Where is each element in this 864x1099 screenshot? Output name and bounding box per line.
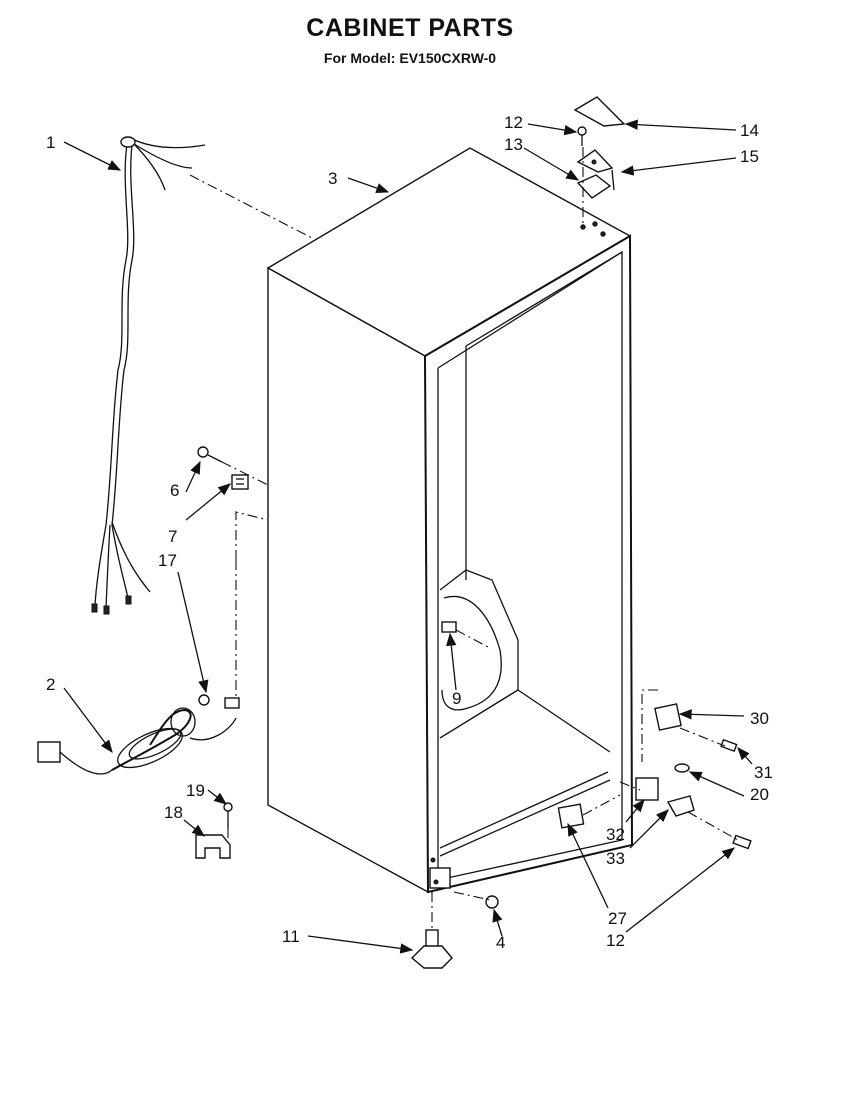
clip-17 bbox=[198, 694, 240, 709]
callout-13: 13 bbox=[504, 135, 523, 154]
washer-20 bbox=[674, 763, 690, 773]
cabinet-front-frame bbox=[423, 234, 634, 894]
callout-1: 1 bbox=[46, 133, 55, 152]
cabinet-side-face bbox=[267, 266, 429, 894]
leader-arrows bbox=[63, 119, 753, 954]
callout-18: 18 bbox=[164, 803, 183, 822]
callout-4: 4 bbox=[496, 933, 505, 952]
clamp-18 bbox=[195, 834, 231, 859]
screw-19 bbox=[223, 802, 233, 828]
callout-27: 27 bbox=[608, 909, 627, 928]
plug bbox=[37, 741, 61, 763]
shim-27 bbox=[557, 803, 585, 829]
bottom-bracket bbox=[429, 867, 451, 889]
hinge-shim-13 bbox=[576, 174, 612, 199]
hinge-pin-33 bbox=[666, 795, 695, 817]
leveling-leg-11 bbox=[410, 929, 453, 969]
callout-31: 31 bbox=[754, 763, 773, 782]
callout-12-top: 12 bbox=[504, 113, 523, 132]
callout-7: 7 bbox=[168, 527, 177, 546]
connector-7 bbox=[231, 474, 249, 490]
diagram-title: CABINET PARTS bbox=[306, 14, 514, 42]
callout-19: 19 bbox=[186, 781, 205, 800]
callout-3: 3 bbox=[328, 169, 337, 188]
power-cord bbox=[37, 707, 237, 775]
callout-11: 11 bbox=[282, 927, 300, 946]
callout-32: 32 bbox=[606, 825, 625, 844]
cabinet-floor-front bbox=[439, 771, 609, 849]
compartment-cover bbox=[441, 595, 502, 711]
callout-14: 14 bbox=[740, 121, 759, 140]
screw-12-top bbox=[577, 126, 587, 146]
screw-6 bbox=[197, 446, 223, 463]
callout-6: 6 bbox=[170, 481, 179, 500]
grille-screw-9 bbox=[441, 621, 457, 633]
assembly-lines bbox=[189, 147, 739, 930]
cabinet-drawing bbox=[266, 147, 634, 894]
callout-12-bottom: 12 bbox=[606, 931, 625, 950]
cabinet-inner-frame bbox=[437, 250, 623, 881]
hinge-cover-14 bbox=[573, 96, 626, 127]
screw-31 bbox=[720, 738, 738, 753]
top-hinge-15 bbox=[576, 149, 615, 191]
callout-30: 30 bbox=[750, 709, 769, 728]
screw-12-bottom bbox=[732, 834, 752, 850]
screw-4 bbox=[485, 895, 499, 909]
cabinet-floor bbox=[439, 689, 611, 753]
callout-33: 33 bbox=[606, 849, 625, 868]
callout-15: 15 bbox=[740, 147, 759, 166]
hinge-cover-30 bbox=[654, 703, 682, 731]
bottom-hinge-32 bbox=[635, 777, 659, 801]
callout-20: 20 bbox=[750, 785, 769, 804]
callout-9: 9 bbox=[452, 689, 461, 708]
model-subtitle: For Model: EV150CXRW-0 bbox=[323, 50, 497, 66]
callout-2: 2 bbox=[46, 675, 55, 694]
liner-top-edge bbox=[465, 251, 623, 347]
callout-labels: 1 2 3 4 6 7 9 11 12 12 13 14 15 17 18 19… bbox=[46, 113, 773, 952]
wire-harness bbox=[91, 136, 206, 615]
callout-17: 17 bbox=[158, 551, 177, 570]
